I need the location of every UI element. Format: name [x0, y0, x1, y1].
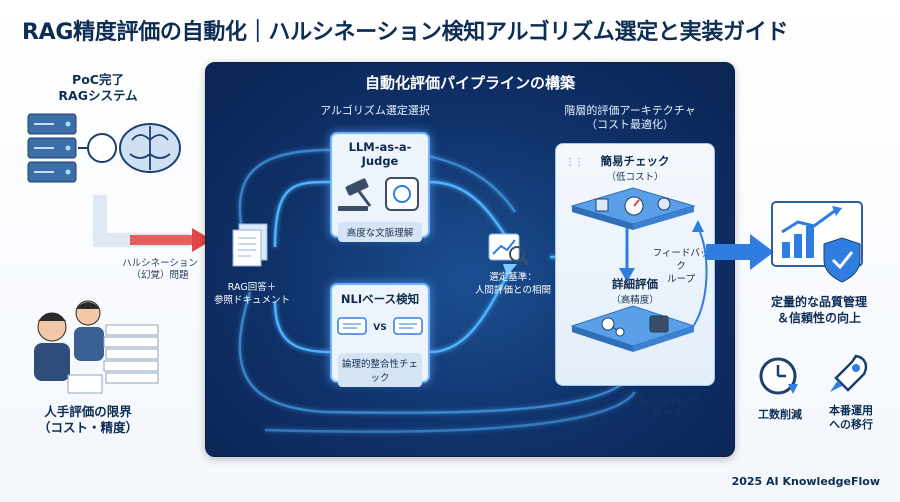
shield-check-icon: [823, 237, 861, 283]
llm-judge-title: LLM-as-a-Judge: [348, 140, 412, 168]
hallucination-line2: （幻覚）問題: [131, 270, 189, 282]
production-label: 本番運用 への移行: [818, 404, 884, 433]
detail-eval-label: 詳細評価 （高精度）: [555, 276, 715, 306]
detail-eval-title: 詳細評価: [612, 277, 658, 291]
criteria-line1: 選定基準：: [489, 272, 537, 283]
feedback-loop-arrow: [692, 220, 708, 326]
speech-bubble-icon: [392, 317, 423, 335]
pipeline-title: 自動化評価パイプラインの構築: [364, 74, 575, 92]
cube-icon: [595, 198, 609, 212]
flow-arrow-left: [93, 195, 212, 252]
nli-feature: 論理的整合性チェック: [338, 353, 422, 387]
simple-check-sub: （低コスト）: [606, 172, 664, 183]
brain-icon: [119, 123, 181, 173]
quality-dashboard-illustration: [771, 201, 863, 283]
document-icon: [232, 223, 268, 267]
output-arrow: [706, 234, 774, 270]
rag-input-line1: RAG回答＋: [227, 282, 277, 293]
detail-eval-platform: [570, 305, 696, 352]
nli-compare: VS: [332, 317, 428, 339]
rag-input-line2: 参照ドキュメント: [213, 294, 290, 306]
gauge-icon: [624, 196, 644, 216]
manual-eval-line1: 人手評価の限界: [44, 404, 132, 419]
inner-feedback-line2: ループ: [667, 273, 695, 285]
simple-check-label: 簡易チェック （低コスト）: [555, 153, 715, 183]
arch-section-title: 階層的評価アーキテクチャ （コスト最適化）: [545, 104, 715, 133]
criteria-label: 選定基準： 人間評価との相関: [468, 272, 558, 298]
quality-label: 定量的な品質管理 ＆信頼性の向上: [744, 294, 894, 326]
simple-check-title: 簡易チェック: [600, 154, 670, 168]
worried-person-icon: [34, 312, 70, 381]
production-line2: への移行: [829, 418, 873, 432]
flow-lines: [238, 148, 636, 433]
llm-judge-illustration: [338, 177, 419, 211]
speech-bubble-icon: [337, 317, 368, 335]
clock-down-icon: [759, 357, 798, 395]
hallucination-label: ハルシネーション （幻覚）問題: [110, 258, 210, 283]
chip-icon: [87, 133, 117, 163]
simple-check-platform: [570, 187, 696, 230]
effort-label: 工数削減: [758, 408, 802, 421]
rag-system-icon: [27, 113, 181, 183]
vs-label: VS: [373, 323, 387, 333]
drag-handle-icon: ⋮⋮: [565, 157, 584, 168]
quality-line2: ＆信頼性の向上: [776, 311, 861, 326]
nli-card: NLIベース検知 VS 論理的整合性チェック: [330, 283, 430, 387]
algo-section-title: アルゴリズム選定選択: [320, 104, 430, 117]
nli-title: NLIベース検知: [340, 292, 420, 306]
ai-chip-icon: [385, 177, 419, 211]
arch-title-line2: （コスト最適化）: [586, 118, 674, 132]
outer-feedback-line2: ループ: [653, 408, 681, 420]
arch-title-line1: 階層的評価アーキテクチャ: [564, 104, 696, 117]
outer-feedback-line1: フィードバック: [633, 396, 701, 407]
poc-label: PoC完了 RAGシステム: [48, 72, 148, 103]
down-arrow-icon: [619, 228, 635, 282]
rocket-icon: [830, 354, 868, 392]
detail-eval-sub: （高精度）: [611, 295, 659, 306]
poc-label-line2: RAGシステム: [58, 87, 138, 103]
inner-feedback-line1: フィードバック: [652, 248, 710, 272]
outer-feedback-label: フィードバック ループ: [612, 396, 722, 421]
gear-icon: [657, 197, 671, 211]
criteria-line2: 人間評価との相関: [475, 284, 551, 296]
hallucination-line1: ハルシネーション: [122, 258, 198, 269]
llm-judge-feature: 高度な文脈理解: [338, 222, 422, 242]
person-icon: [74, 300, 104, 361]
quality-line1: 定量的な品質管理: [770, 295, 867, 309]
inner-feedback-label: フィードバック ループ: [648, 248, 714, 286]
manual-eval-line2: （コスト・精度）: [37, 419, 138, 435]
manual-review-illustration: [34, 300, 159, 394]
network-icon: [601, 317, 625, 337]
rag-input-label: RAG回答＋ 参照ドキュメント: [212, 282, 292, 308]
production-line1: 本番運用: [829, 404, 873, 417]
document-stack-icon: [67, 324, 159, 394]
gavel-icon: [338, 178, 372, 211]
manual-eval-label: 人手評価の限界 （コスト・精度）: [28, 404, 148, 435]
processor-icon: [649, 315, 669, 333]
llm-judge-card: LLM-as-a-Judge 高度な文脈理解: [330, 132, 430, 242]
poc-label-line1: PoC完了: [72, 72, 124, 87]
footer-credit: 2025 AI KnowledgeFlow: [731, 475, 880, 488]
server-icon: [27, 113, 77, 183]
analytics-magnifier-icon: [488, 233, 529, 266]
page-title: RAG精度評価の自動化｜ハルシネーション検知アルゴリズム選定と実装ガイド: [22, 20, 789, 45]
